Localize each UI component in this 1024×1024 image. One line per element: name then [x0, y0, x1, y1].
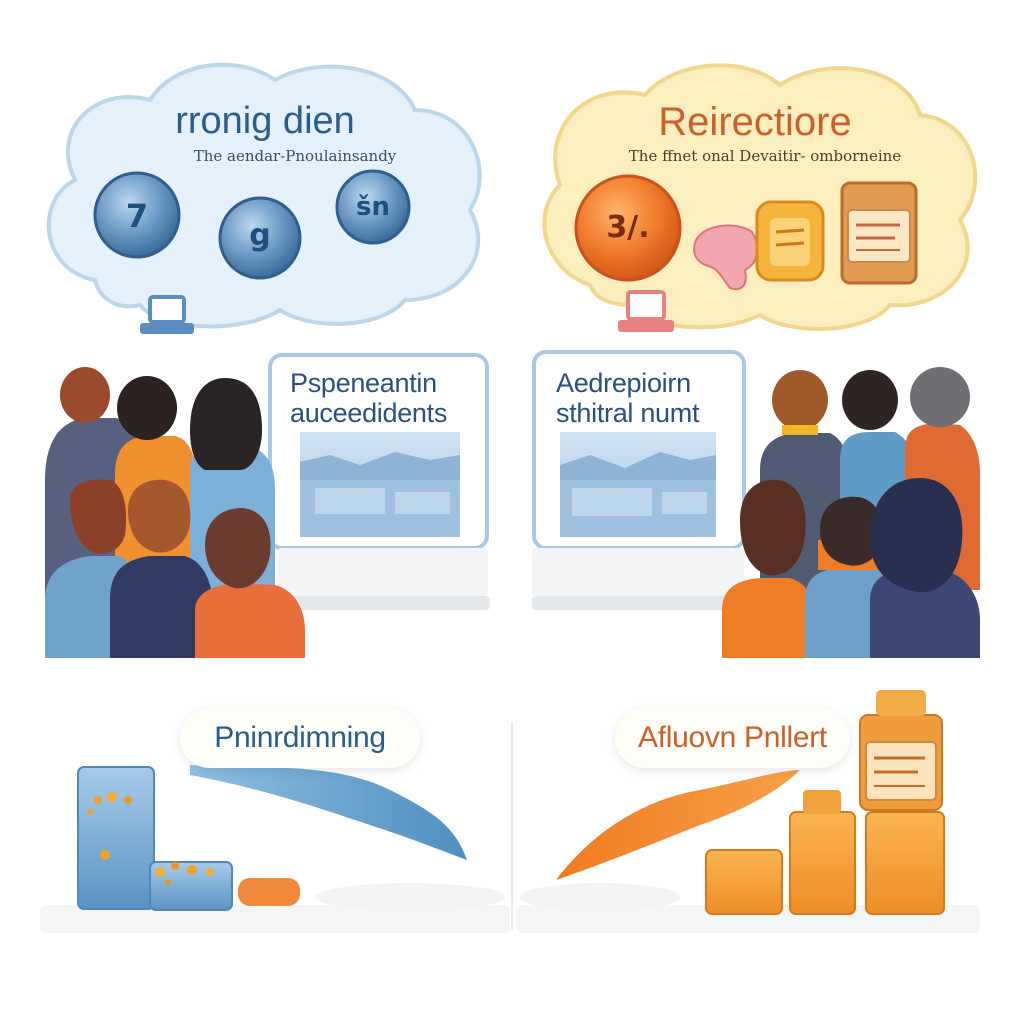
left-crowd	[45, 367, 305, 658]
left-screen-text: Pspeneantin auceedidents	[290, 368, 480, 428]
blue-ball-3-label: šn	[356, 192, 390, 222]
blue-cloud-subtitle: The aendar-Pnoulainsandy	[193, 147, 397, 165]
right-screen-line-2: sthitral numt	[556, 398, 700, 428]
blue-thought-cloud	[46, 62, 482, 329]
right-screen-text: Aedrepioirn sthitral numt	[556, 368, 741, 428]
bottom-left-scene	[40, 722, 513, 933]
blue-ball-1-label: 7	[125, 197, 149, 235]
bread-icon	[755, 200, 825, 282]
yellow-cloud-subtitle: The ffnet onal Devaitir- omborneine	[628, 147, 902, 165]
yellow-cloud-title: Reirectiore	[658, 100, 852, 144]
left-screen-line-2: auceedidents	[290, 398, 448, 428]
shoe-icon	[693, 224, 759, 290]
jar-icon	[859, 690, 943, 811]
right-screen	[532, 350, 762, 610]
bottom-left-label: Pninrdimning	[180, 708, 420, 768]
blue-ball-2-label: g	[249, 218, 271, 253]
right-crowd	[722, 367, 980, 658]
left-screen	[260, 353, 490, 610]
orange-ball	[574, 174, 682, 282]
right-screen-line-1: Aedrepioirn	[556, 368, 691, 398]
orange-ball-label: 3/.	[606, 210, 650, 245]
left-screen-line-1: Pspeneantin	[290, 368, 437, 398]
bottom-right-scene	[516, 690, 980, 933]
blue-ball-2	[218, 196, 302, 280]
laptop-icon	[618, 290, 674, 332]
blue-cloud-title: rronig dien	[175, 100, 355, 142]
laptop-icon	[140, 295, 194, 334]
jar-icon	[840, 181, 918, 285]
bottom-right-label: Afluovn Pnllert	[615, 708, 850, 768]
blue-ball-3	[335, 169, 411, 245]
blue-ball-1	[93, 171, 181, 259]
